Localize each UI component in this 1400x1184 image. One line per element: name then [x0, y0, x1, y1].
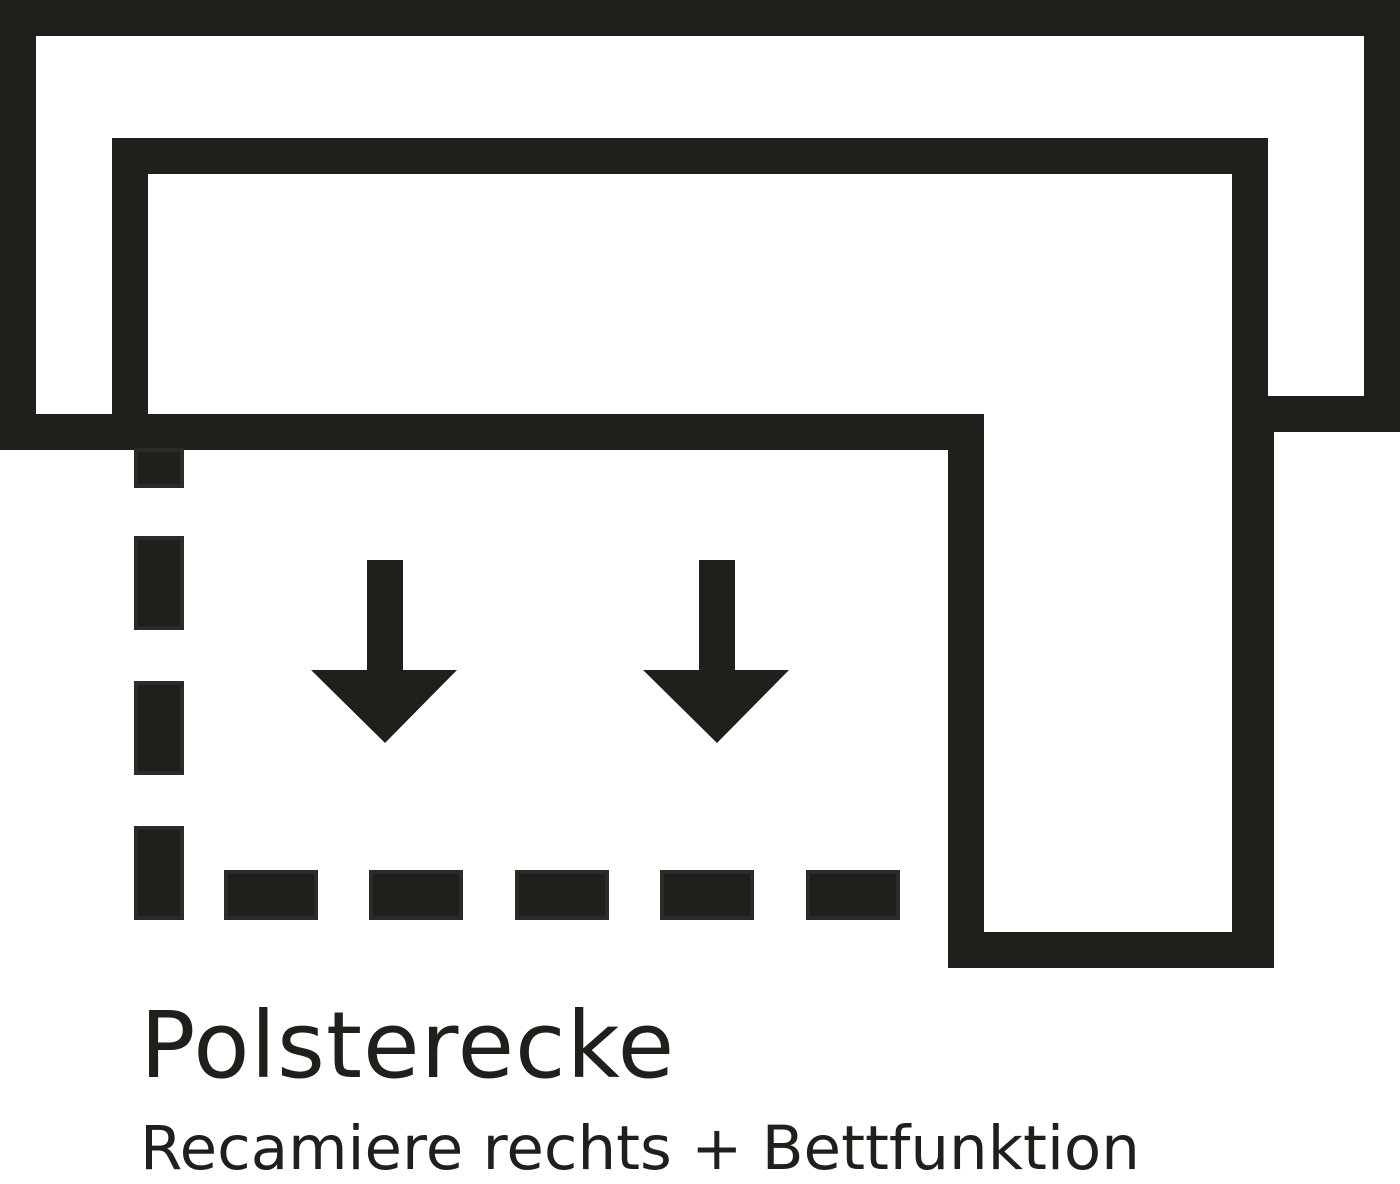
dash-horizontal	[515, 870, 609, 920]
diagram-subtitle: Recamiere rechts + Bettfunktion	[140, 1113, 1140, 1184]
seat-outline	[112, 138, 1268, 950]
dash-vertical	[134, 681, 184, 775]
dash-horizontal	[660, 870, 754, 920]
dash-horizontal	[369, 870, 463, 920]
dash-horizontal	[224, 870, 318, 920]
arrow-down-icon	[311, 560, 457, 743]
arrow-down-icon	[643, 560, 789, 743]
bed-extension-outline	[134, 448, 900, 920]
dash-horizontal	[806, 870, 900, 920]
dash-vertical	[134, 536, 184, 630]
dash-vertical	[134, 448, 184, 488]
dash-vertical	[134, 826, 184, 920]
diagram-title: Polsterecke	[140, 992, 676, 1099]
